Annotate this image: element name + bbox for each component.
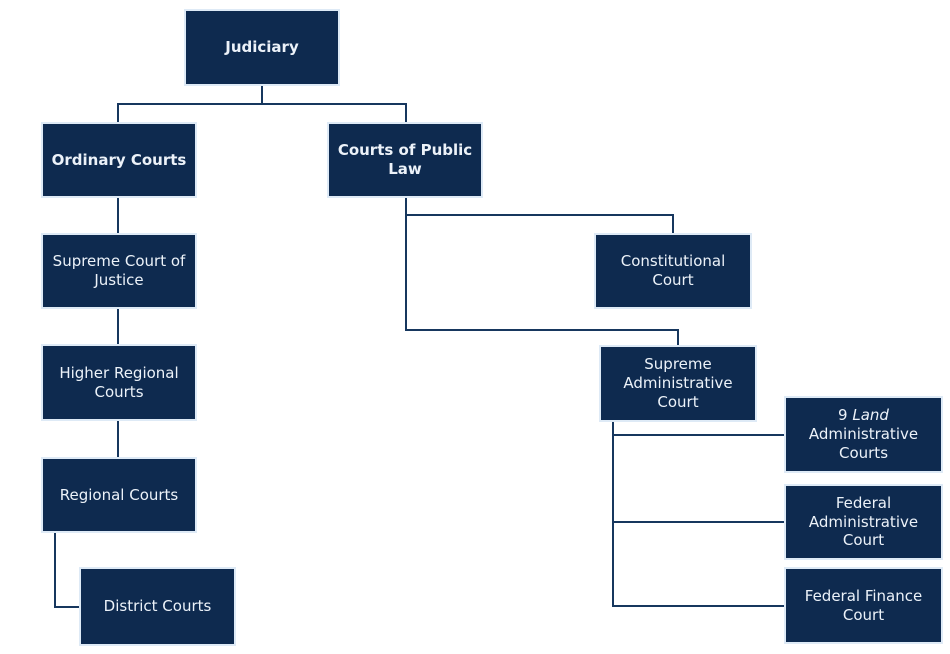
node-label-italic: Land <box>852 406 889 425</box>
connector-ordinary-drop <box>117 103 119 122</box>
connector-federal-finance-horizontal <box>612 605 784 607</box>
node-label-prefix: 9 <box>838 406 853 425</box>
node-label-suffix: Administrative Courts <box>808 425 919 462</box>
node-label: Regional Courts <box>59 485 179 504</box>
connector-constitutional-horizontal <box>405 214 674 216</box>
connector-supreme-admin-stem <box>612 422 614 607</box>
connector-supreme-admin-drop <box>677 329 679 345</box>
node-label: Federal Finance Court <box>804 586 923 624</box>
node-regional-courts: Regional Courts <box>41 457 197 533</box>
connector-federal-admin-horizontal <box>612 521 784 523</box>
node-label: District Courts <box>103 597 212 616</box>
node-land-administrative-courts: 9 Land Administrative Courts <box>784 396 943 473</box>
node-label: 9 Land Administrative Courts <box>792 406 935 462</box>
node-judiciary: Judiciary <box>184 9 340 86</box>
connector-judiciary-stem <box>261 86 263 105</box>
node-supreme-administrative-court: Supreme Administrative Court <box>599 345 757 422</box>
node-label: Judiciary <box>225 38 299 57</box>
connector-higher-regional <box>117 421 119 457</box>
connector-regional-district-horizontal <box>54 606 79 608</box>
node-constitutional-court: Constitutional Court <box>594 233 752 309</box>
node-label: Supreme Court of Justice <box>52 252 186 289</box>
connector-supreme-admin-horizontal <box>405 329 679 331</box>
connector-land-admin-horizontal <box>612 434 784 436</box>
connector-top-split <box>117 103 407 105</box>
connector-public-law-drop <box>405 103 407 122</box>
node-label: Ordinary Courts <box>51 150 187 169</box>
node-label: Supreme Administrative Court <box>623 355 733 411</box>
node-label: Higher Regional Courts <box>59 363 179 401</box>
connector-supreme-higher <box>117 309 119 344</box>
node-district-courts: District Courts <box>79 567 236 646</box>
connector-constitutional-drop <box>672 214 674 233</box>
node-label: Federal Administrative Court <box>808 493 919 550</box>
node-federal-finance-court: Federal Finance Court <box>784 567 943 644</box>
connector-ordinary-supreme <box>117 198 119 233</box>
connector-regional-district-vertical <box>54 533 56 608</box>
node-label: Courts of Public Law <box>337 141 473 178</box>
node-label: Constitutional Court <box>620 252 726 289</box>
connector-public-law-stem <box>405 198 407 331</box>
node-higher-regional-courts: Higher Regional Courts <box>41 344 197 421</box>
node-courts-of-public-law: Courts of Public Law <box>327 122 483 198</box>
node-supreme-court-of-justice: Supreme Court of Justice <box>41 233 197 309</box>
node-ordinary-courts: Ordinary Courts <box>41 122 197 198</box>
node-federal-administrative-court: Federal Administrative Court <box>784 484 943 560</box>
